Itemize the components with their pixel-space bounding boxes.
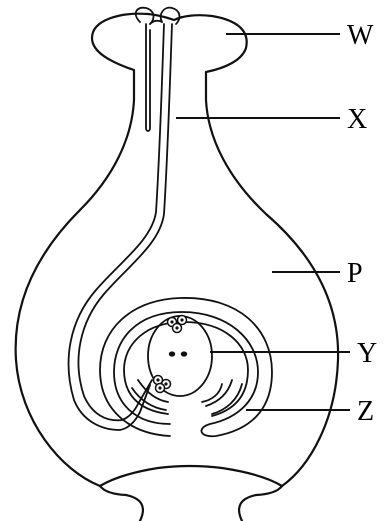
receptacle [100, 466, 282, 521]
label-y: Y [357, 338, 377, 369]
label-z: Z [357, 396, 374, 427]
egg-apparatus [154, 376, 171, 393]
label-w: W [347, 20, 374, 51]
pollen-tube [69, 24, 172, 430]
carpel-outline [16, 14, 338, 486]
embryo-sac [148, 316, 212, 397]
label-x: X [347, 104, 367, 135]
polar-nuclei [169, 351, 187, 356]
labels: W X P Y Z [347, 20, 377, 427]
short-pollen-tube [146, 24, 150, 131]
leader-lines [176, 34, 350, 410]
antipodal-cells [168, 316, 187, 333]
label-p: P [347, 258, 363, 289]
